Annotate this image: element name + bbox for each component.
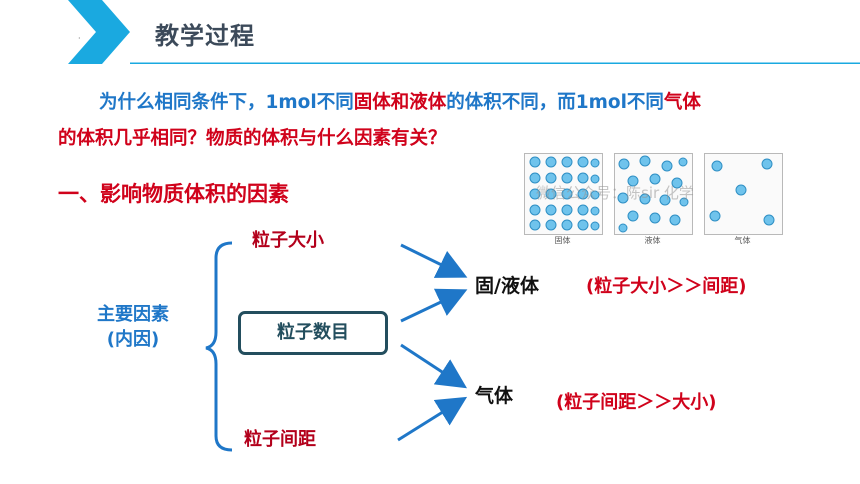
page-title: 教学过程: [155, 22, 255, 50]
watermark: 微信公众号：陈sir 化学: [536, 184, 694, 202]
main-factors-label: 主要因素: [97, 304, 169, 325]
question-text: 物质的体积与什么因素有关？: [206, 128, 447, 149]
header-band: [0, 0, 860, 64]
solid-liquid-note: (粒子大小＞＞间距): [586, 276, 747, 297]
particle-size-label: 粒子大小: [252, 230, 324, 251]
particle-spacing-label: 粒子间距: [244, 429, 316, 450]
gas-label: 气体: [475, 385, 514, 407]
liquid-particles-image: [617, 155, 689, 233]
solid-panel: [524, 153, 603, 235]
question-line-1: 为什么相同条件下，1mol不同固体和液体的体积不同，而1mol不同气体: [99, 88, 701, 114]
liquid-panel: [614, 153, 693, 235]
gas-note: (粒子间距＞＞大小): [556, 392, 717, 413]
arrow-count-to-solid: [400, 288, 468, 323]
header-dot: ·: [78, 34, 81, 43]
arrow-size-to-solid: [400, 243, 468, 278]
header-chevron-icon: [68, 0, 130, 64]
particle-count-box: 粒子数目: [238, 311, 388, 355]
question-highlight-gas: 气体: [663, 92, 701, 113]
question-highlight-volume: 的体积几乎相同？: [58, 128, 207, 149]
question-highlight-solid-liquid: 固体和液体: [353, 92, 447, 113]
liquid-caption: 液体: [644, 236, 661, 245]
question-line-2: 的体积几乎相同？物质的体积与什么因素有关？: [58, 124, 447, 150]
section-heading: 一、影响物质体积的因素: [58, 182, 289, 206]
brace-icon: [205, 241, 233, 452]
solid-particles-image: [529, 156, 600, 231]
question-text: 的体积不同，而1mol不同: [446, 92, 664, 113]
solid-caption: 固体: [554, 236, 571, 245]
question-text: 为什么相同条件下，1mol不同: [99, 92, 354, 113]
arrow-count-to-gas: [400, 343, 468, 389]
solid-liquid-label: 固/液体: [475, 275, 539, 297]
gas-panel: [704, 153, 783, 235]
gas-particles-image: [709, 158, 775, 226]
internal-factor-label: (内因): [106, 329, 160, 350]
arrow-spacing-to-gas: [397, 396, 468, 442]
gas-caption: 气体: [734, 236, 751, 245]
